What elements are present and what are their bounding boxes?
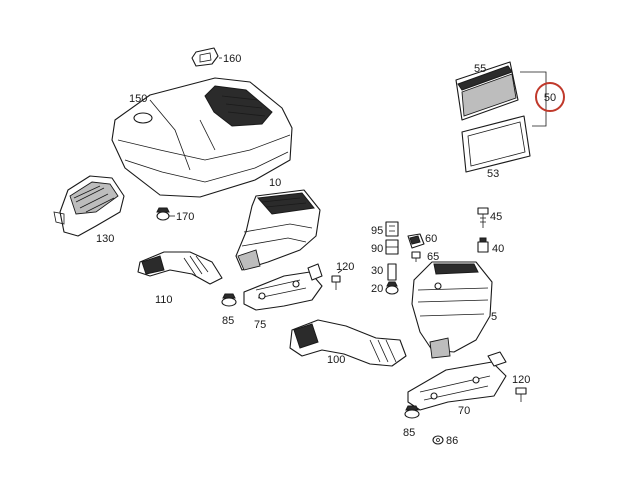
label-50: 50 — [544, 92, 556, 104]
part-170-grommet[interactable] — [156, 207, 170, 221]
part-45-bolt[interactable] — [477, 207, 489, 228]
part-50-filter-kit[interactable] — [535, 82, 565, 112]
part-100-intake-duct-right[interactable] — [289, 319, 407, 367]
label-86: 86 — [446, 435, 458, 447]
label-110: 110 — [155, 294, 173, 306]
label-85-upper: 85 — [222, 315, 234, 327]
label-10: 10 — [269, 177, 281, 189]
label-170: 170 — [176, 211, 194, 223]
part-5-filter-housing-right[interactable] — [411, 261, 493, 359]
label-75: 75 — [254, 319, 266, 331]
label-85-lower: 85 — [403, 427, 415, 439]
highlight-circle — [535, 82, 565, 112]
label-40: 40 — [492, 243, 504, 255]
part-30-sleeve[interactable] — [387, 263, 397, 281]
part-10-filter-housing-left[interactable] — [235, 189, 321, 271]
label-55: 55 — [474, 63, 486, 75]
part-65-screw[interactable] — [411, 251, 421, 262]
label-100: 100 — [327, 354, 345, 366]
part-70-bracket-right[interactable] — [407, 351, 507, 411]
part-55-filter-element[interactable] — [455, 61, 519, 121]
label-5: 5 — [491, 311, 497, 323]
part-90-clip[interactable] — [385, 239, 399, 255]
part-85-grommet-upper[interactable] — [221, 293, 237, 307]
part-120-bolt-upper[interactable] — [331, 275, 341, 290]
part-130-pad[interactable] — [53, 175, 125, 237]
part-53-filter-element[interactable] — [461, 115, 531, 173]
part-75-bracket-left[interactable] — [243, 263, 323, 311]
label-120-upper: 120 — [336, 261, 354, 273]
part-150-engine-cover[interactable] — [111, 77, 293, 198]
label-20: 20 — [371, 283, 383, 295]
label-65: 65 — [427, 251, 439, 263]
part-120-bolt-lower[interactable] — [515, 387, 527, 402]
label-95: 95 — [371, 225, 383, 237]
label-70: 70 — [458, 405, 470, 417]
part-40-grommet[interactable] — [477, 237, 489, 253]
label-160: 160 — [223, 53, 241, 65]
part-85-grommet-lower[interactable] — [404, 405, 420, 419]
label-53: 53 — [487, 168, 499, 180]
part-110-intake-duct-left[interactable] — [137, 251, 223, 285]
part-60-sensor[interactable] — [407, 233, 425, 249]
label-45: 45 — [490, 211, 502, 223]
part-86-nut[interactable] — [432, 435, 444, 445]
label-60: 60 — [425, 233, 437, 245]
part-160-emblem[interactable] — [191, 47, 219, 67]
label-90: 90 — [371, 243, 383, 255]
label-120-lower: 120 — [512, 374, 530, 386]
kit-bracket — [520, 71, 547, 127]
part-95-clip[interactable] — [385, 221, 399, 237]
label-150: 150 — [129, 93, 147, 105]
part-20-grommet[interactable] — [385, 281, 399, 295]
label-30: 30 — [371, 265, 383, 277]
label-130: 130 — [96, 233, 114, 245]
